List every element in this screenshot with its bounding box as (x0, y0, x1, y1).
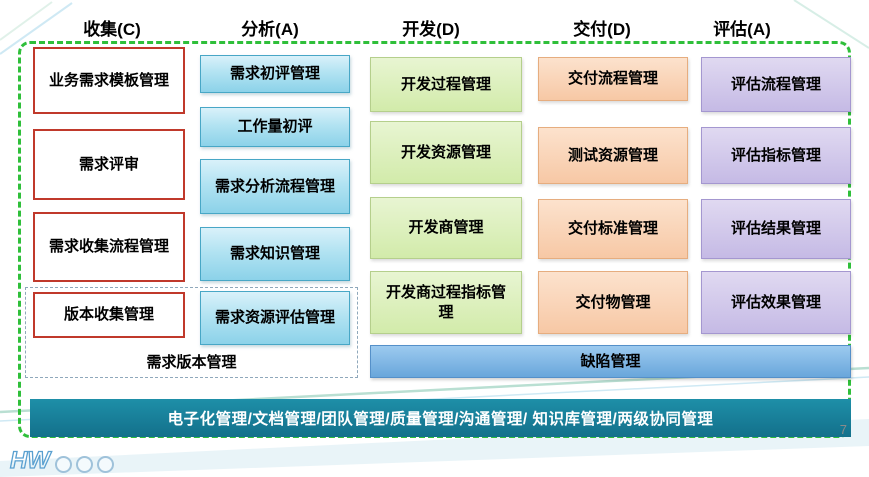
box-vendor-mgmt: 开发商管理 (370, 197, 522, 259)
box-requirement-resource-eval: 需求资源评估管理 (200, 291, 350, 345)
box-workload-initial-eval: 工作量初评 (200, 107, 350, 147)
box-requirement-analysis-process: 需求分析流程管理 (200, 159, 350, 214)
box-delivery-process: 交付流程管理 (538, 57, 688, 101)
logo-circles-icon (54, 455, 114, 473)
column-header-develop: 开发(D) (402, 19, 460, 39)
box-test-resource: 测试资源管理 (538, 127, 688, 184)
column-header-deliver: 交付(D) (573, 19, 631, 39)
box-dev-process: 开发过程管理 (370, 57, 522, 112)
box-vendor-process-indicator: 开发商过程指标管理 (370, 271, 522, 334)
box-requirement-knowledge: 需求知识管理 (200, 227, 350, 281)
page-number: 7 (839, 422, 847, 437)
bottom-capability-bar: 电子化管理/文档管理/团队管理/质量管理/沟通管理/ 知识库管理/两级协同管理 (30, 399, 851, 437)
box-requirement-review: 需求评审 (33, 129, 185, 200)
box-requirement-collection-process: 需求收集流程管理 (33, 212, 185, 282)
box-requirement-initial-eval: 需求初评管理 (200, 55, 350, 93)
requirement-version-label: 需求版本管理 (146, 354, 237, 371)
box-eval-effect: 评估效果管理 (701, 271, 851, 334)
box-dev-resource: 开发资源管理 (370, 121, 522, 184)
box-eval-result: 评估结果管理 (701, 199, 851, 259)
requirement-version-group-box (25, 287, 358, 378)
box-deliverable: 交付物管理 (538, 271, 688, 334)
column-header-analyze: 分析(A) (241, 19, 299, 39)
column-header-evaluate: 评估(A) (713, 19, 771, 39)
logo-text: HW (9, 446, 50, 474)
box-eval-indicator: 评估指标管理 (701, 127, 851, 184)
box-delivery-standard: 交付标准管理 (538, 199, 688, 259)
company-logo: HW (9, 446, 114, 475)
box-business-requirement-template: 业务需求模板管理 (33, 47, 185, 114)
defect-bar: 缺陷管理 (370, 345, 851, 378)
column-header-collect: 收集(C) (83, 19, 141, 39)
box-version-collection: 版本收集管理 (33, 292, 185, 338)
box-eval-process: 评估流程管理 (701, 57, 851, 112)
